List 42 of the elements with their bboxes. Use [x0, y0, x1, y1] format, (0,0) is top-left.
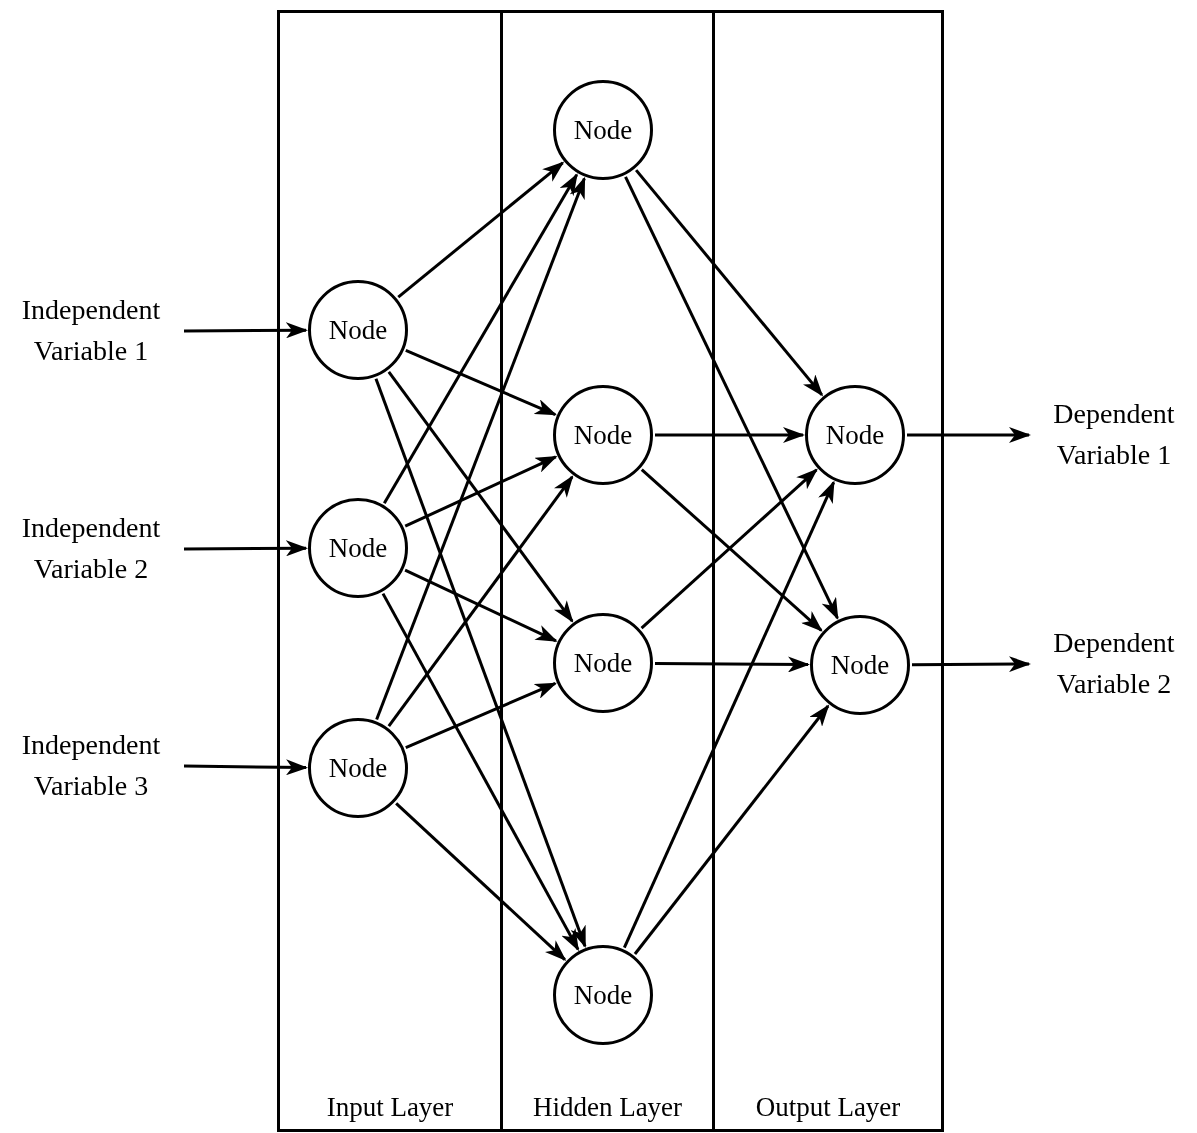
node-circle: Node: [553, 80, 653, 180]
arrow: [405, 349, 558, 416]
node-circle: Node: [308, 718, 408, 818]
layer-label: Hidden Layer: [531, 1092, 684, 1123]
arrow: [907, 427, 1031, 443]
arrow: [184, 540, 308, 557]
node-circle: Node: [553, 613, 653, 713]
arrow: [374, 378, 587, 949]
arrow: [405, 682, 558, 749]
node-circle: Node: [308, 280, 408, 380]
arrow: [375, 176, 586, 720]
arrow: [183, 759, 308, 776]
arrow: [655, 427, 805, 443]
variable-label: Independent Variable 1: [2, 290, 180, 372]
arrow: [387, 475, 574, 727]
layer-panel: [277, 10, 503, 1132]
node-circle: Node: [810, 615, 910, 715]
arrow: [397, 161, 565, 299]
arrow: [634, 169, 824, 397]
variable-label: Dependent Variable 1: [1033, 394, 1195, 476]
arrow: [912, 656, 1031, 673]
node-circle: Node: [308, 498, 408, 598]
arrow: [622, 480, 836, 949]
variable-label: Independent Variable 2: [2, 508, 180, 590]
variable-label: Independent Variable 3: [2, 725, 180, 807]
variable-label: Dependent Variable 2: [1033, 623, 1195, 705]
arrow: [624, 176, 839, 620]
layer-label: Input Layer: [325, 1092, 455, 1123]
layer-panel: [500, 10, 715, 1132]
arrow: [383, 173, 578, 504]
node-circle: Node: [805, 385, 905, 485]
node-circle: Node: [553, 945, 653, 1045]
arrow: [633, 704, 830, 955]
arrow: [387, 371, 574, 623]
arrow: [184, 322, 308, 339]
arrow: [404, 455, 558, 528]
arrow: [381, 592, 580, 952]
layer-label: Output Layer: [754, 1092, 902, 1123]
arrow: [395, 802, 567, 961]
node-circle: Node: [553, 385, 653, 485]
layer-panel: [712, 10, 944, 1132]
arrow: [655, 656, 810, 673]
